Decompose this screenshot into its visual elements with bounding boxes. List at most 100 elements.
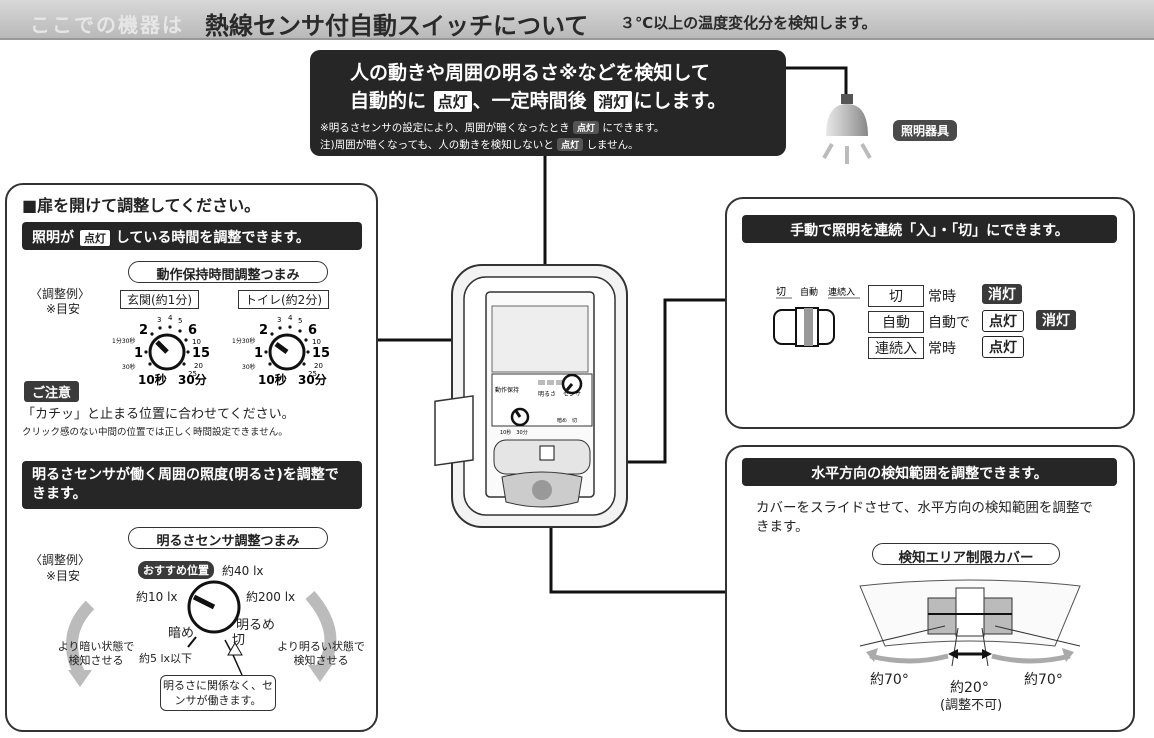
note1-a: ※明るさセンサの設定により、周囲が暗くなったとき (320, 122, 570, 134)
lux40-label: 約40 lx (222, 564, 264, 578)
mode-auto-text: 自動で (928, 315, 970, 331)
tick-1m30: 1分30秒 (112, 337, 135, 345)
note1-badge: 点灯 (573, 121, 600, 134)
mode-switch-diagram: 切 自動 連続入 (773, 286, 860, 347)
mode-auto-box: 自動 (868, 311, 924, 333)
note1-b: にできます。 (602, 122, 665, 134)
caution-text-2: クリック感のない中間の位置では正しく時間設定できません。 (22, 427, 288, 438)
hold-time-dial-toilet: 2 3 4 5 6 1分30秒 10 1 15 30秒 20 25 10秒 30… (232, 314, 330, 387)
light-fixture-icon (822, 94, 872, 164)
tick-4: 4 (288, 314, 293, 322)
detection-range-desc: カバーをスライドさせて、水平方向の検知範囲を調整できます。 (756, 500, 1093, 535)
tick-6: 6 (308, 323, 317, 338)
desc-text-b: 、一定時間後 (472, 90, 587, 112)
banner-ghost-text: ここでの機器は (30, 13, 184, 37)
section1-a: 照明が (32, 230, 74, 246)
left-panel-heading: ■扉を開けて調整してください。 (22, 196, 261, 215)
brightness-knob-title: 明るさセンサ調整つまみ (128, 527, 328, 549)
guide-label: ※目安 (46, 302, 81, 316)
tick-30s: 30秒 (242, 363, 256, 371)
mode-cont-badge: 点灯 (982, 336, 1024, 358)
mode-cont-box: 連続入 (868, 337, 924, 359)
angle-right-label: 約70° (1024, 672, 1063, 688)
caution-text-1: 「カチッ」と止まる位置に合わせてください。 (22, 407, 295, 422)
mode-off-badge: 消灯 (982, 284, 1022, 304)
section1-badge: 点灯 (78, 229, 111, 247)
brightness-dial-diagram (66, 580, 337, 687)
hold-time-knob-title: 動作保持時間調整つまみ (128, 261, 328, 283)
angle-center-label: 約20° (950, 680, 989, 696)
tick-3: 3 (277, 316, 281, 324)
mode-off-box: 切 (868, 285, 924, 307)
tick-15: 15 (312, 346, 330, 361)
brighter-note: より明るい状態で検知させる (277, 640, 365, 667)
section1-b: している時間を調整できます。 (115, 230, 310, 246)
tick-4: 4 (168, 314, 173, 322)
dial1-label: 玄関(約1分) (120, 290, 199, 309)
device-knob-c: センサ (563, 391, 581, 398)
mode-off-text: 常時 (928, 289, 956, 305)
dark-label: 暗め (168, 626, 195, 641)
device-knob-a: 動作保持 (495, 386, 519, 394)
tick-3: 3 (157, 316, 161, 324)
switch-label-auto: 自動 (800, 286, 818, 298)
description-line2: 自動的に 点灯、一定時間後 消灯にします。 (350, 86, 726, 113)
description-line1: 人の動きや周囲の明るさ※などを検知して (350, 62, 710, 84)
tick-1: 1 (134, 346, 143, 361)
tick-1: 1 (254, 346, 263, 361)
mode-cont-text: 常時 (928, 341, 956, 357)
mode-auto-badge-off: 消灯 (1036, 310, 1076, 330)
recommended-position-badge: おすすめ位置 (138, 561, 214, 579)
tick-25: 25 (188, 370, 197, 378)
page-title: 熱線センサ付自動スイッチについて (205, 12, 589, 40)
description-note2: 注)周囲が暗くなっても、人の動きを検知しないと 点灯 しません。 (320, 137, 639, 152)
note2-a: 注)周囲が暗くなっても、人の動きを検知しないと (320, 139, 554, 151)
tick-2: 2 (259, 323, 268, 338)
lux5-label: 約5 lx以下 (139, 652, 193, 665)
tick-1m30: 1分30秒 (232, 337, 255, 345)
badge-off: 消灯 (593, 90, 634, 113)
main-description-box: 人の動きや周囲の明るさ※などを検知して 自動的に 点灯、一定時間後 消灯にします… (310, 50, 786, 156)
device-small-a: 10秒 30分 (500, 429, 528, 436)
bright-label: 明るめ (236, 618, 276, 633)
tick-5: 5 (298, 317, 302, 325)
tick-6: 6 (188, 323, 197, 338)
always-on-note: 明るさに関係なく、センサが働きます。 (160, 675, 276, 711)
lux10-label: 約10 lx (136, 590, 178, 604)
tick-10: 10 (312, 338, 321, 346)
tick-10s: 10秒 (258, 372, 287, 387)
badge-on: 点灯 (432, 90, 473, 113)
tick-20: 20 (194, 362, 203, 370)
note2-badge: 点灯 (557, 138, 584, 151)
detection-range-diagram (859, 579, 1081, 667)
manual-switch-header: 手動で照明を連続「入」・「切」にできます。 (742, 215, 1117, 243)
brightness-section-header: 明るさセンサが働く周囲の照度(明るさ)を調整できます。 (22, 461, 362, 509)
light-fixture-label: 照明器具 (893, 120, 958, 141)
tick-10: 10 (192, 338, 201, 346)
angle-note-label: (調整不可) (940, 698, 1003, 713)
caution-label: ご注意 (24, 381, 80, 402)
example-label: 〈調整例〉 (30, 287, 91, 301)
note2-b: しません。 (586, 139, 639, 151)
switch-label-cont: 連続入 (828, 286, 855, 298)
device-small-b: 暗め 切 (557, 417, 577, 424)
hold-time-section-header: 照明が 点灯 している時間を調整できます。 (22, 222, 362, 250)
tick-25: 25 (308, 370, 317, 378)
page-subtitle: ３℃以上の温度変化分を検知します。 (620, 14, 877, 32)
switch-device-illustration: 動作保持 明るさ センサ 10秒 30分 暗め 切 (434, 264, 628, 528)
desc-text-a: 自動的に (350, 90, 427, 112)
dial2-label: トイレ(約2分) (238, 290, 329, 309)
title-banner (0, 0, 1154, 40)
tick-30s: 30秒 (122, 363, 136, 371)
device-knob-b: 明るさ (538, 391, 556, 398)
description-note1: ※明るさセンサの設定により、周囲が暗くなったとき 点灯 にできます。 (320, 120, 664, 135)
detection-range-header: 水平方向の検知範囲を調整できます。 (742, 458, 1117, 486)
mode-auto-badge-on: 点灯 (982, 310, 1024, 332)
off-label: 切 (232, 633, 246, 648)
tick-20: 20 (314, 362, 323, 370)
tick-5: 5 (178, 317, 182, 325)
lux200-label: 約200 lx (246, 590, 296, 604)
switch-label-off: 切 (776, 286, 786, 298)
tick-30m: 30分 (298, 372, 327, 387)
tick-2: 2 (139, 323, 148, 338)
